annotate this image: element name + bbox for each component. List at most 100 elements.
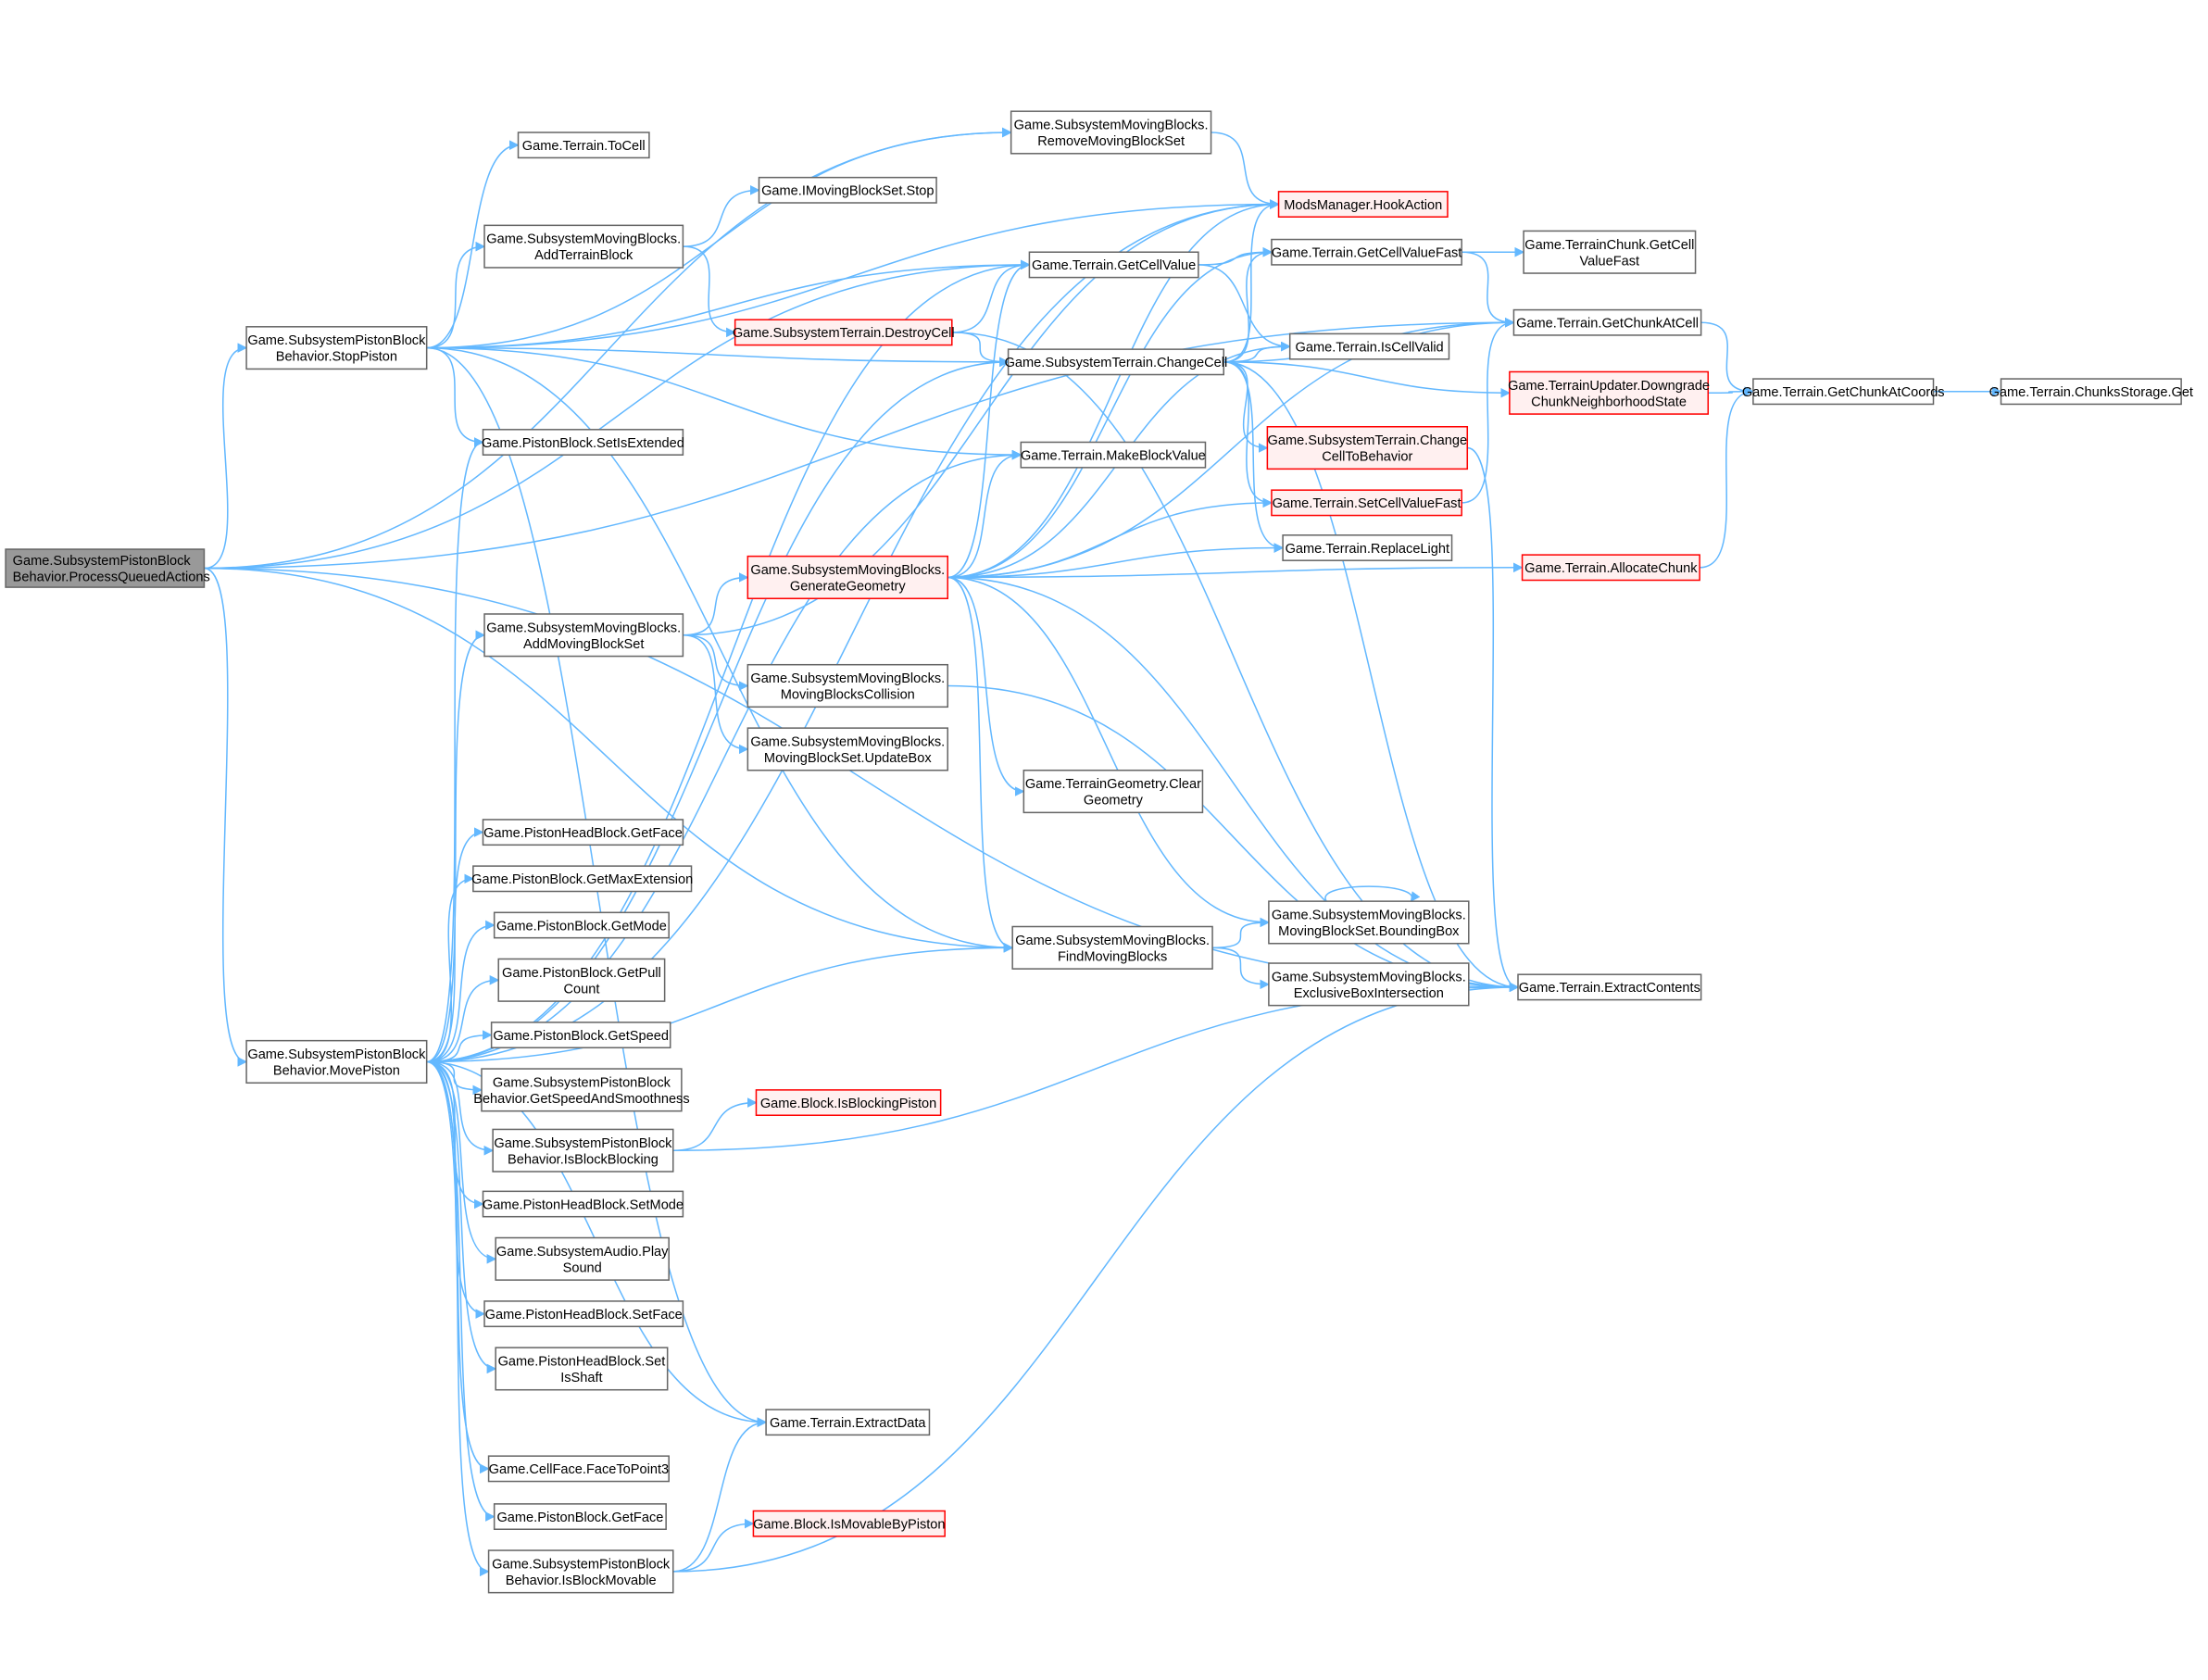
node-game-subsystempistonblockbehavior-isblockblocking[interactable]: Game.SubsystemPistonBlockBehavior.IsBloc… [492, 1128, 674, 1172]
edge-2-to-20 [426, 1060, 496, 1522]
node-game-subsystemmovingblocks-removemovingblockset[interactable]: Game.SubsystemMovingBlocks.RemoveMovingB… [1010, 110, 1212, 155]
node-box [493, 911, 670, 939]
node-label: ValueFast [1580, 254, 1640, 269]
node-modsmanager-hookaction[interactable]: ModsManager.HookAction [1277, 191, 1449, 218]
node-game-pistonblock-getface[interactable]: Game.PistonBlock.GetFace [493, 1503, 667, 1530]
node-box [487, 1455, 670, 1483]
node-game-subsystemterrain-changecelltobehavior[interactable]: Game.SubsystemTerrain.ChangeCellToBehavi… [1266, 426, 1469, 470]
node-game-subsystempistonblockbehavior-movepiston[interactable]: Game.SubsystemPistonBlockBehavior.MovePi… [245, 1039, 428, 1084]
node-box [495, 1236, 670, 1281]
node-game-terrain-makeblockvalue[interactable]: Game.Terrain.MakeBlockValue [1020, 441, 1207, 469]
node-box [482, 819, 684, 846]
node-box [497, 958, 666, 1002]
node-game-subsystemmovingblocks-movingblockset-updatebox[interactable]: Game.SubsystemMovingBlocks.MovingBlockSe… [746, 727, 948, 771]
edge-25-to-32 [951, 332, 1010, 368]
node-label: Behavior.MovePiston [273, 1064, 400, 1079]
node-game-pistonblock-getmaxextension[interactable]: Game.PistonBlock.GetMaxExtension [471, 865, 693, 893]
node-box [245, 326, 428, 370]
edge-1-to-24 [426, 259, 1031, 349]
node-game-terrainupdater-downgradechunkneighborhoodstate[interactable]: Game.TerrainUpdater.DowngradeChunkNeighb… [1508, 370, 1710, 415]
node-box [1011, 925, 1213, 970]
node-game-terrain-extractdata[interactable]: Game.Terrain.ExtractData [765, 1409, 931, 1436]
node-game-subsystemmovingblocks-addmovingblockset[interactable]: Game.SubsystemMovingBlocks.AddMovingBloc… [483, 613, 684, 658]
edge-1-to-33 [426, 199, 1280, 349]
node-label: ModsManager.HookAction [1284, 198, 1442, 213]
node-game-pistonheadblock-getface[interactable]: Game.PistonHeadBlock.GetFace [482, 819, 684, 846]
node-game-block-isblockingpiston[interactable]: Game.Block.IsBlockingPiston [755, 1089, 942, 1116]
node-game-terrain-extractcontents[interactable]: Game.Terrain.ExtractContents [1517, 973, 1702, 1001]
node-box [5, 548, 206, 588]
node-game-pistonblock-getmode[interactable]: Game.PistonBlock.GetMode [493, 911, 670, 939]
node-label: Count [563, 982, 599, 997]
node-game-subsystempistonblockbehavior-isblockmovable[interactable]: Game.SubsystemPistonBlockBehavior.IsBloc… [487, 1549, 674, 1594]
edge-2-to-21 [426, 1060, 490, 1577]
edge-0-to-1 [204, 343, 248, 570]
node-label: Game.SubsystemAudio.Play [496, 1245, 669, 1260]
node-game-subsystemterrain-changecell[interactable]: Game.SubsystemTerrain.ChangeCell [1005, 348, 1228, 376]
node-game-terrain-setcellvaluefast[interactable]: Game.Terrain.SetCellValueFast [1271, 489, 1462, 517]
node-game-block-ismovablebypiston[interactable]: Game.Block.IsMovableByPiston [752, 1510, 946, 1537]
node-game-terrain-getchunkatcoords[interactable]: Game.Terrain.GetChunkAtCoords [1742, 378, 1945, 406]
node-game-pistonblock-setisextended[interactable]: Game.PistonBlock.SetIsExtended [482, 429, 684, 456]
node-box [483, 224, 684, 269]
node-game-subsystemmovingblocks-addterrainblock[interactable]: Game.SubsystemMovingBlocks.AddTerrainBlo… [483, 224, 684, 269]
node-label: Game.PistonHeadBlock.SetMode [483, 1197, 684, 1212]
node-label: Game.PistonBlock.GetSpeed [493, 1029, 669, 1044]
node-game-subsystempistonblockbehavior-processqueuedactions[interactable]: Game.SubsystemPistonBlockBehavior.Proces… [5, 548, 210, 588]
node-game-pistonblock-getspeed[interactable]: Game.PistonBlock.GetSpeed [490, 1022, 671, 1049]
node-label: ExclusiveBoxIntersection [1294, 986, 1444, 1001]
node-game-subsystempistonblockbehavior-getspeedandsmoothness[interactable]: Game.SubsystemPistonBlockBehavior.GetSpe… [473, 1068, 690, 1112]
edge-2-to-9 [426, 920, 496, 1063]
edge-1-to-3 [426, 140, 520, 349]
node-game-subsystemterrain-destroycell[interactable]: Game.SubsystemTerrain.DestroyCell [733, 319, 955, 346]
node-game-terrain-allocatechunk[interactable]: Game.Terrain.AllocateChunk [1521, 554, 1700, 582]
node-game-pistonheadblock-setface[interactable]: Game.PistonHeadBlock.SetFace [483, 1300, 684, 1328]
node-label: Game.Terrain.GetChunkAtCell [1516, 317, 1699, 332]
node-label: Game.Block.IsBlockingPiston [760, 1097, 936, 1111]
edge-1-to-31 [426, 346, 1014, 953]
node-box [1521, 554, 1700, 582]
edge-2-to-31 [426, 942, 1014, 1063]
edge-4-to-25 [683, 245, 736, 338]
node-game-subsystemmovingblocks-generategeometry[interactable]: Game.SubsystemMovingBlocks.GenerateGeome… [746, 555, 948, 600]
node-game-imovingblockset-stop[interactable]: Game.IMovingBlockSet.Stop [758, 176, 937, 204]
node-game-subsystemmovingblocks-exclusiveboxintersection[interactable]: Game.SubsystemMovingBlocks.ExclusiveBoxI… [1268, 962, 1470, 1007]
node-game-pistonheadblock-setmode[interactable]: Game.PistonHeadBlock.SetMode [482, 1190, 684, 1218]
edge-1-to-5 [426, 346, 484, 447]
node-game-subsystempistonblockbehavior-stoppiston[interactable]: Game.SubsystemPistonBlockBehavior.StopPi… [245, 326, 428, 370]
node-game-terrain-iscellvalid[interactable]: Game.Terrain.IsCellValid [1288, 332, 1450, 360]
edge-26-to-29 [947, 449, 1022, 579]
edge-6-to-33 [683, 199, 1280, 636]
edge-13-to-41 [672, 1097, 758, 1152]
node-game-cellface-facetopoint3[interactable]: Game.CellFace.FaceToPoint3 [487, 1455, 670, 1483]
node-game-subsystemmovingblocks-findmovingblocks[interactable]: Game.SubsystemMovingBlocks.FindMovingBlo… [1011, 925, 1213, 970]
node-game-terrain-getcellvaluefast[interactable]: Game.Terrain.GetCellValueFast [1271, 238, 1462, 266]
node-game-terrain-chunksstorage-get[interactable]: Game.Terrain.ChunksStorage.Get [1989, 378, 2193, 406]
node-label: Game.Terrain.IsCellValid [1296, 340, 1444, 355]
node-game-subsystemmovingblocks-movingblockscollision[interactable]: Game.SubsystemMovingBlocks.MovingBlocksC… [746, 663, 948, 708]
node-box [1010, 110, 1212, 155]
node-game-subsystemmovingblocks-movingblockset-boundingbox[interactable]: Game.SubsystemMovingBlocks.MovingBlockSe… [1268, 900, 1470, 945]
node-game-terrain-getcellvalue[interactable]: Game.Terrain.GetCellValue [1028, 251, 1199, 279]
node-label: Game.SubsystemMovingBlocks. [486, 232, 681, 247]
node-game-terrain-getchunkatcell[interactable]: Game.Terrain.GetChunkAtCell [1512, 308, 1702, 336]
node-box [1509, 370, 1710, 415]
edge-2-to-17 [426, 1060, 497, 1374]
node-label: Game.SubsystemPistonBlock [494, 1136, 672, 1151]
node-game-terrain-tocell[interactable]: Game.Terrain.ToCell [517, 132, 650, 159]
node-label: Game.Block.IsMovableByPiston [753, 1517, 945, 1532]
node-game-terrainchunk-getcellvaluefast[interactable]: Game.TerrainChunk.GetCellValueFast [1523, 230, 1697, 274]
node-box [483, 1300, 684, 1328]
edge-36-to-49 [1467, 446, 1520, 993]
edge-22-to-33 [1211, 132, 1280, 209]
node-game-terrain-replacelight[interactable]: Game.Terrain.ReplaceLight [1282, 534, 1453, 561]
node-box [482, 429, 684, 456]
node-label: Game.PistonBlock.GetFace [496, 1511, 663, 1525]
edge-6-to-28 [683, 634, 749, 755]
edge-6-to-26 [683, 572, 749, 636]
node-label: Game.SubsystemPistonBlock [13, 554, 192, 569]
